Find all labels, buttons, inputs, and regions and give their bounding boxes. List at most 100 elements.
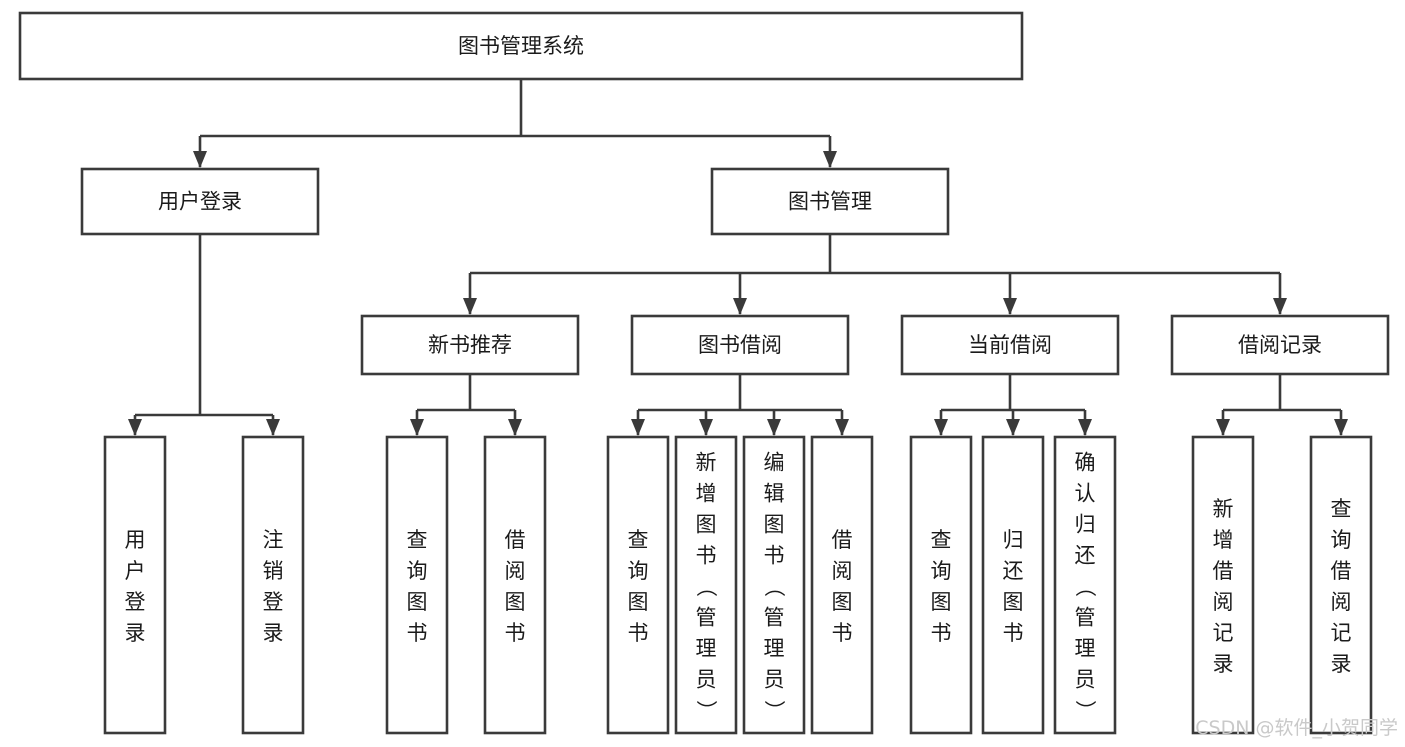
node-label-char: 阅 (1331, 590, 1352, 614)
node-layer: 图书管理系统用户登录图书管理新书推荐图书借阅当前借阅借阅记录用户登录注销登录查询… (18, 11, 1390, 735)
node-box-book-borrow (630, 314, 850, 376)
node-label-char: 辑 (764, 482, 785, 506)
arrow-head-icon (767, 419, 781, 436)
arrow-head-icon (266, 419, 280, 436)
node-label-char: 员 (696, 668, 717, 692)
node-label-char: 图 (407, 590, 428, 614)
node-new-book-recommend[interactable]: 新书推荐 (360, 314, 580, 376)
node-label-char: 编 (764, 451, 785, 475)
node-label-char: 归 (1075, 513, 1096, 537)
connector-layer (128, 79, 1348, 436)
node-label-char: 增 (1213, 528, 1234, 552)
node-label-char: 询 (931, 559, 952, 583)
node-label-char: 员 (1075, 668, 1096, 692)
arrow-head-icon (823, 151, 837, 168)
node-box-leaf-return-book (981, 435, 1045, 735)
node-label-char: 理 (696, 637, 717, 661)
node-label-char: 新 (696, 451, 717, 475)
node-box-new-book-recommend (360, 314, 580, 376)
node-undefined[interactable]: 图书管理系统 (18, 11, 1024, 81)
node-label-char: 录 (125, 621, 146, 645)
arrow-head-icon (631, 419, 645, 436)
node-label-undefined: 图书管理系统 (458, 34, 584, 58)
node-current-borrow[interactable]: 当前借阅 (900, 314, 1120, 376)
csdn-watermark: CSDN @软件_小贺同学 (1195, 717, 1398, 739)
node-label-char: 认 (1075, 482, 1096, 506)
arrow-head-icon (1006, 419, 1020, 436)
node-box-user-login (80, 167, 320, 236)
node-label-borrow-record: 借阅记录 (1238, 333, 1322, 357)
node-label-current-borrow: 当前借阅 (968, 333, 1052, 357)
node-box-leaf-add-record (1191, 435, 1255, 735)
node-label-char: 图 (696, 513, 717, 537)
node-label-char: 理 (1075, 637, 1096, 661)
node-label-char: 销 (263, 559, 284, 583)
node-label-char: 询 (628, 559, 649, 583)
node-label-char: 查 (1331, 497, 1352, 521)
node-label-char: 注 (263, 528, 284, 552)
arrow-head-icon (835, 419, 849, 436)
node-label-char: 查 (931, 528, 952, 552)
node-label-char: （ (1073, 576, 1097, 597)
node-label-char: 归 (1003, 528, 1024, 552)
arrow-head-icon (128, 419, 142, 436)
node-box-leaf-query-book-1 (385, 435, 449, 735)
node-label-char: 查 (407, 528, 428, 552)
node-label-new-book-recommend: 新书推荐 (428, 333, 512, 357)
node-label-char: 查 (628, 528, 649, 552)
node-label-char: 用 (125, 528, 146, 552)
node-label-char: 图 (1003, 590, 1024, 614)
node-label-char: 登 (263, 590, 284, 614)
node-label-char: 户 (125, 559, 146, 583)
node-label-char: 书 (832, 621, 853, 645)
arrow-head-icon (934, 419, 948, 436)
node-box-leaf-add-book (674, 435, 738, 735)
node-book-borrow[interactable]: 图书借阅 (630, 314, 850, 376)
node-book-manage[interactable]: 图书管理 (710, 167, 950, 236)
node-label-char: 借 (832, 528, 853, 552)
node-label-char: （ (762, 576, 786, 597)
node-label-char: 员 (764, 668, 785, 692)
node-label-user-login: 用户登录 (158, 190, 242, 214)
node-label-char: 增 (696, 482, 717, 506)
node-label-char: 录 (1213, 652, 1234, 676)
arrow-head-icon (410, 419, 424, 436)
node-label-char: 阅 (1213, 590, 1234, 614)
node-borrow-record[interactable]: 借阅记录 (1170, 314, 1390, 376)
node-label-char: 借 (1331, 559, 1352, 583)
node-label-char: 录 (263, 621, 284, 645)
arrow-head-icon (699, 419, 713, 436)
arrow-head-icon (1334, 419, 1348, 436)
node-label-char: 登 (125, 590, 146, 614)
node-label-char: 记 (1331, 621, 1352, 645)
node-box-leaf-logout (241, 435, 305, 735)
node-label-char: ） (762, 700, 786, 721)
node-box-leaf-query-book-2 (606, 435, 670, 735)
node-label-char: 阅 (832, 559, 853, 583)
node-label-char: 阅 (505, 559, 526, 583)
node-leaf-user-login[interactable]: 用户登录 (103, 435, 167, 735)
node-box-leaf-confirm-return (1053, 435, 1117, 735)
arrow-head-icon (1216, 419, 1230, 436)
node-user-login[interactable]: 用户登录 (80, 167, 320, 236)
node-label-char: 书 (764, 544, 785, 568)
node-label-char: 记 (1213, 621, 1234, 645)
node-label-char: 图 (931, 590, 952, 614)
node-label-char: 确 (1075, 451, 1096, 475)
node-label-char: 书 (1003, 621, 1024, 645)
node-box-undefined (18, 11, 1024, 81)
arrow-head-icon (508, 419, 522, 436)
